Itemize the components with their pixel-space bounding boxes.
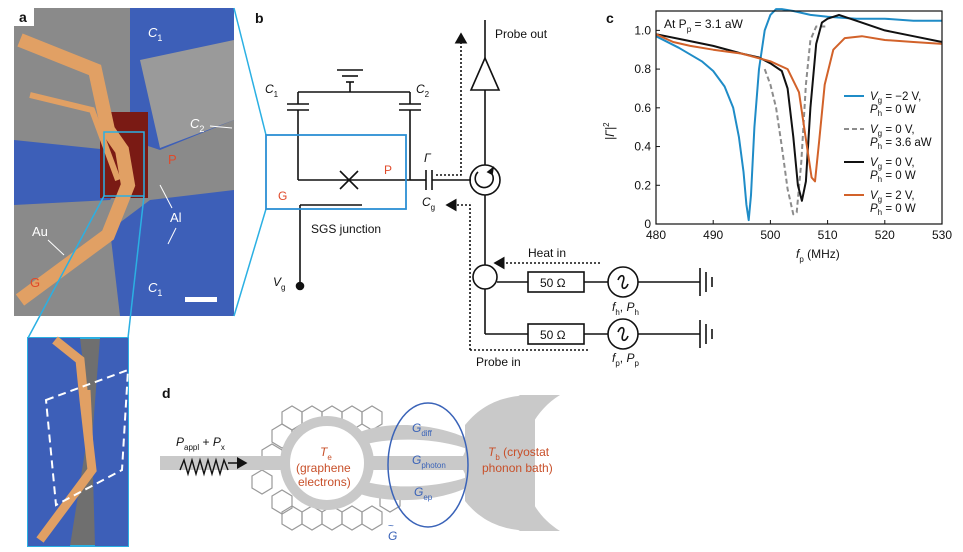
chart-annotation: At Pp = 3.1 aW <box>664 17 744 34</box>
panel-label-b: b <box>255 10 264 26</box>
fp-pp-label: fp, Pp <box>612 351 639 368</box>
x-tick-label: 480 <box>646 228 666 242</box>
te-desc-line1: (graphene <box>296 461 351 475</box>
panel-c-chart: c 480 490 500 510 520 530 0 0.2 0.4 0.6 0.8 1.0 At… <box>602 8 952 264</box>
chart-frame <box>655 10 943 225</box>
fh-ph-label: fh, Ph <box>612 300 639 317</box>
chart-xlabel: fp (MHz) <box>796 247 840 264</box>
panel-label-c: c <box>606 10 614 26</box>
resistor-top-label: 50 Ω <box>540 276 566 290</box>
y-tick-label: 0.2 <box>634 178 651 192</box>
label-p-micro: P <box>168 152 177 167</box>
x-tick-label: 530 <box>932 228 952 242</box>
chart-series-group <box>655 8 943 222</box>
zoom-line-left <box>27 195 105 339</box>
probe-out-label: Probe out <box>495 27 548 41</box>
y-tick-label: 1.0 <box>634 23 651 37</box>
g-ep-label: Gep <box>414 485 433 502</box>
series-line-3 <box>655 33 943 183</box>
tb-desc-line2: phonon bath) <box>482 461 553 475</box>
panel-a-micrograph: a C1 C2 P Al Au G C1 <box>14 8 234 316</box>
legend-label-2-0: Vg = 0 V, <box>870 157 915 171</box>
g-photon-label: Gphoton <box>412 453 446 470</box>
te-desc-line2: electrons) <box>298 475 351 489</box>
heat-in-label: Heat in <box>528 246 566 260</box>
thermal-labels: Pappl + Px Te (graphene electrons) Tb (c… <box>176 421 553 543</box>
label-c1-top: C1 <box>148 25 162 43</box>
panel-label-d: d <box>162 385 171 401</box>
cg-label: Cg <box>422 195 435 212</box>
vg-label: Vg <box>273 275 285 292</box>
x-tick-label: 490 <box>703 228 723 242</box>
y-tick-label: 0 <box>644 217 651 231</box>
circuit-labels: Probe out C1 C2 Γ P G Cg SGS junction Vg… <box>265 27 639 369</box>
y-tick-label: 0.6 <box>634 101 651 115</box>
sgs-junction-label: SGS junction <box>311 222 381 236</box>
probe-in-label: Probe in <box>476 355 521 369</box>
g-circuit-label: G <box>278 189 287 203</box>
resistor-bottom-label: 50 Ω <box>540 328 566 342</box>
label-c2: C2 <box>190 116 204 134</box>
x-tick-label: 520 <box>875 228 895 242</box>
legend-label-1-1: Ph = 3.6 aW <box>870 137 932 151</box>
legend-label-2-1: Ph = 0 W <box>870 170 916 184</box>
legend-label-0-0: Vg = −2 V, <box>870 91 921 105</box>
label-al: Al <box>170 210 182 225</box>
chart-x-ticks: 480 490 500 510 520 530 <box>646 220 952 242</box>
zoom-line-b-top <box>233 7 267 136</box>
legend-label-0-1: Ph = 0 W <box>870 104 916 118</box>
tb-label: Tb (cryostat <box>488 445 550 462</box>
g-diff-label: Gdiff <box>412 421 433 438</box>
p-circuit-label: P <box>384 163 392 177</box>
c2-label: C2 <box>416 82 430 99</box>
chart-ylabel: |Γ|2 <box>602 122 617 140</box>
x-tick-label: 510 <box>818 228 838 242</box>
panel-label-a: a <box>19 9 27 25</box>
legend-label-1-0: Vg = 0 V, <box>870 124 915 138</box>
zoom-inset <box>27 336 130 547</box>
chart-y-ticks: 0 0.2 0.4 0.6 0.8 1.0 <box>634 23 660 231</box>
g-tilde-label: G <box>388 529 397 543</box>
g-tilde-accent: ~ <box>388 521 394 532</box>
gamma-label: Γ <box>424 151 432 165</box>
label-g-micro: G <box>30 275 40 290</box>
legend-label-3-0: Vg = 2 V, <box>870 190 915 204</box>
label-au: Au <box>32 224 48 239</box>
zoom-line-b-bottom <box>233 208 267 317</box>
chart-legend: Vg = −2 V,Ph = 0 WVg = 0 V,Ph = 3.6 aWVg… <box>836 82 940 218</box>
p-appl-plus-px-label: Pappl + Px <box>176 435 225 452</box>
te-label: Te <box>320 445 332 462</box>
zoom-line-right <box>127 195 145 339</box>
graphene-lattice <box>251 405 401 531</box>
x-tick-label: 500 <box>760 228 780 242</box>
sgs-junction-box <box>265 134 407 210</box>
legend-label-3-1: Ph = 0 W <box>870 203 916 217</box>
label-c1-bottom: C1 <box>148 280 162 298</box>
y-tick-label: 0.8 <box>634 62 651 76</box>
panel-d-thermal-model: d <box>160 385 560 531</box>
panel-b-circuit: b <box>255 10 713 351</box>
series-line-1 <box>763 25 828 216</box>
c1-label: C1 <box>265 82 279 99</box>
y-tick-label: 0.4 <box>634 140 651 154</box>
